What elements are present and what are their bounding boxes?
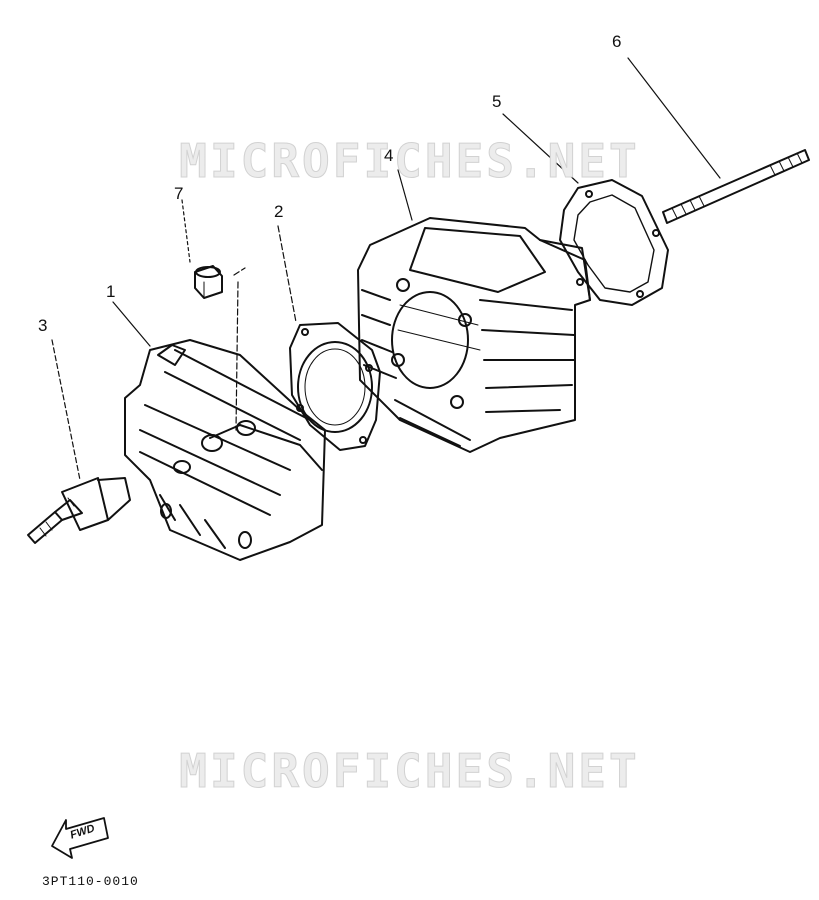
callout-5: 5 xyxy=(492,92,502,111)
stud-bolt-drawing xyxy=(662,149,810,224)
fwd-arrow-icon xyxy=(51,817,109,859)
nut-drawing xyxy=(194,265,223,299)
watermark-text: MICROFICHES.NET xyxy=(179,134,640,189)
callout-3: 3 xyxy=(38,316,48,335)
spark-plug-drawing xyxy=(27,477,131,544)
cylinder-drawing xyxy=(357,217,591,453)
cylinder-head-drawing xyxy=(124,339,326,561)
figure-code: 3PT110-0010 xyxy=(42,874,139,889)
head-gasket-drawing xyxy=(289,322,381,451)
callout-7: 7 xyxy=(174,184,184,203)
callout-1: 1 xyxy=(106,282,116,301)
callout-4: 4 xyxy=(384,146,394,165)
base-gasket-drawing xyxy=(559,179,669,306)
callout-6: 6 xyxy=(612,32,622,51)
callout-2: 2 xyxy=(274,202,284,221)
watermark-text: MICROFICHES.NET xyxy=(179,744,640,799)
leader-lines xyxy=(51,57,721,481)
